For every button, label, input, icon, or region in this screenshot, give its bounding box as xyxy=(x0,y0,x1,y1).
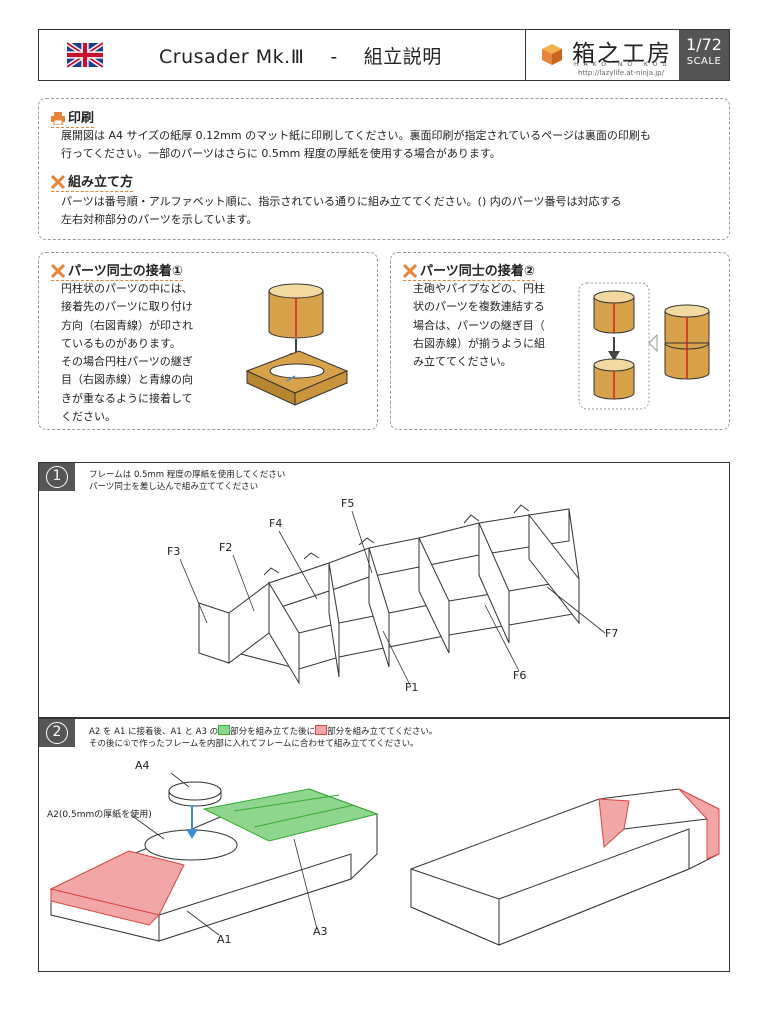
print-text: 展開図は A4 サイズの紙厚 0.12mm のマット紙に印刷してください。裏面印… xyxy=(61,127,651,163)
step1-panel: 1 フレームは 0.5mm 程度の厚紙を使用してください パーツ同士を差し込んで… xyxy=(38,462,730,718)
label-f5: F5 xyxy=(341,497,355,510)
step1-number: 1 xyxy=(39,463,75,491)
brand-logo: 箱之工房 HAKO NO KOU BOU http://lazylife.at-… xyxy=(525,30,702,80)
assembly-text: パーツは番号順・アルファベット順に、指示されている通りに組み立ててください。()… xyxy=(61,193,622,229)
logo-reading: HAKO NO KOU BOU xyxy=(574,61,707,68)
label-a2: A2(0.5mmの厚紙を使用) xyxy=(47,810,152,820)
step2-number-text: 2 xyxy=(46,722,68,744)
uk-flag-icon xyxy=(67,42,103,68)
tip2-line: 右図赤線）が揃うように組 xyxy=(413,336,545,350)
red-area-swatch xyxy=(315,725,328,735)
tip1-text: 円柱状のパーツの中には、 接着先のパーツに取り付け 方向（右図青線）が印され て… xyxy=(61,280,193,426)
print-line: 行ってください。一部のパーツはさらに 0.5mm 程度の厚紙を使用する場合があり… xyxy=(61,147,501,160)
tip2-line: 場合は、パーツの継ぎ目（ xyxy=(413,318,545,332)
assembly-line: パーツは番号順・アルファベット順に、指示されている通りに組み立ててください。()… xyxy=(61,195,622,208)
assembly-heading-text: 組み立て方 xyxy=(68,175,134,190)
label-f4: F4 xyxy=(269,517,283,530)
tip1-heading-text: パーツ同士の接着① xyxy=(68,264,183,279)
tip1-box: パーツ同士の接着① 円柱状のパーツの中には、 接着先のパーツに取り付け 方向（右… xyxy=(38,252,378,430)
tip1-heading: パーツ同士の接着① xyxy=(51,260,183,281)
tools-icon xyxy=(51,175,65,189)
step1-notes: フレームは 0.5mm 程度の厚紙を使用してください パーツ同士を差し込んで組み… xyxy=(89,469,285,493)
logo-text: 箱之工房 xyxy=(572,41,672,67)
cylinder-attach-diagram xyxy=(245,283,349,406)
tip2-line: み立ててください。 xyxy=(413,355,512,369)
scale-label: SCALE xyxy=(686,56,722,67)
label-f7: F7 xyxy=(605,627,619,640)
tip1-line: ください。 xyxy=(61,410,116,424)
tip1-line: その場合円柱パーツの継ぎ xyxy=(61,355,193,369)
tip2-heading-text: パーツ同士の接着② xyxy=(420,264,535,279)
print-heading-text: 印刷 xyxy=(68,111,95,126)
step2-note-part: A2 を A1 に接着後、A1 と A3 の xyxy=(89,727,219,737)
box-logo-icon xyxy=(542,44,562,65)
hull-assembly-diagram xyxy=(49,772,720,946)
frame-diagram xyxy=(179,504,606,688)
tip1-line: 目（右図赤線）と青線の向 xyxy=(61,373,193,387)
tools-icon xyxy=(51,264,65,278)
tip2-heading: パーツ同士の接着② xyxy=(403,260,535,281)
logo-url[interactable]: http://lazylife.at-ninja.jp/ xyxy=(578,69,664,77)
tip2-box: パーツ同士の接着② 主砲やパイプなどの、円柱 状のパーツを複数連結する 場合は、… xyxy=(390,252,730,430)
label-a4: A4 xyxy=(135,759,150,772)
assembly-line: 左右対称部分のパーツを示しています。 xyxy=(61,213,258,226)
label-a1: A1 xyxy=(217,933,232,946)
label-f6: F6 xyxy=(513,669,527,682)
step2-notes: A2 を A1 に接着後、A1 と A3 の 部分を組み立てた後に 部分を組み立てて… xyxy=(89,725,437,750)
tip2-line: 主砲やパイプなどの、円柱 xyxy=(413,282,545,295)
step2-panel: 2 A2 を A1 に接着後、A1 と A3 の 部分を組み立てた後に 部分を組み立… xyxy=(38,718,730,972)
scale-badge: 1/72 SCALE xyxy=(679,30,729,80)
label-f1: F1 xyxy=(405,681,419,694)
cylinder-join-diagram xyxy=(578,282,710,410)
scale-value: 1/72 xyxy=(686,35,722,54)
page-header: Crusader Mk.Ⅲ - 組立説明 箱之工房 HAKO NO KOU BO… xyxy=(38,29,730,81)
tip1-line: 円柱状のパーツの中には、 xyxy=(61,282,193,295)
step2-note-part: 部分を組み立てた後に xyxy=(230,727,316,737)
tip1-line: 方向（右図青線）が印され xyxy=(61,318,193,332)
step2-note: その後に①で作ったフレームを内部に入れてフレームに合わせて組み立ててください。 xyxy=(89,739,419,749)
step1-note: フレームは 0.5mm 程度の厚紙を使用してください xyxy=(89,470,286,480)
step2-number: 2 xyxy=(39,719,75,747)
step1-number-text: 1 xyxy=(46,466,68,488)
label-a3: A3 xyxy=(313,925,328,938)
tip2-text: 主砲やパイプなどの、円柱 状のパーツを複数連結する 場合は、パーツの継ぎ目（ 右… xyxy=(413,280,545,371)
label-f3: F3 xyxy=(167,545,181,558)
step1-note: パーツ同士を差し込んで組み立ててください xyxy=(89,482,259,492)
assembly-heading: 組み立て方 xyxy=(51,171,134,192)
page-title: Crusader Mk.Ⅲ - 組立説明 xyxy=(159,46,442,68)
tools-icon xyxy=(403,264,417,278)
intro-box: 印刷 展開図は A4 サイズの紙厚 0.12mm のマット紙に印刷してください。… xyxy=(38,98,730,240)
printer-icon xyxy=(51,112,65,125)
tip2-line: 状のパーツを複数連結する xyxy=(413,300,545,314)
green-area-swatch xyxy=(218,725,231,735)
tip1-line: 接着先のパーツに取り付け xyxy=(61,300,193,314)
tip1-line: ているものがあります。 xyxy=(61,336,181,350)
print-heading: 印刷 xyxy=(51,107,95,128)
tip1-line: きが重なるように接着して xyxy=(61,391,193,405)
print-line: 展開図は A4 サイズの紙厚 0.12mm のマット紙に印刷してください。裏面印… xyxy=(61,129,651,142)
label-f2: F2 xyxy=(219,541,233,554)
step2-note-part: 部分を組み立ててください。 xyxy=(327,727,438,737)
